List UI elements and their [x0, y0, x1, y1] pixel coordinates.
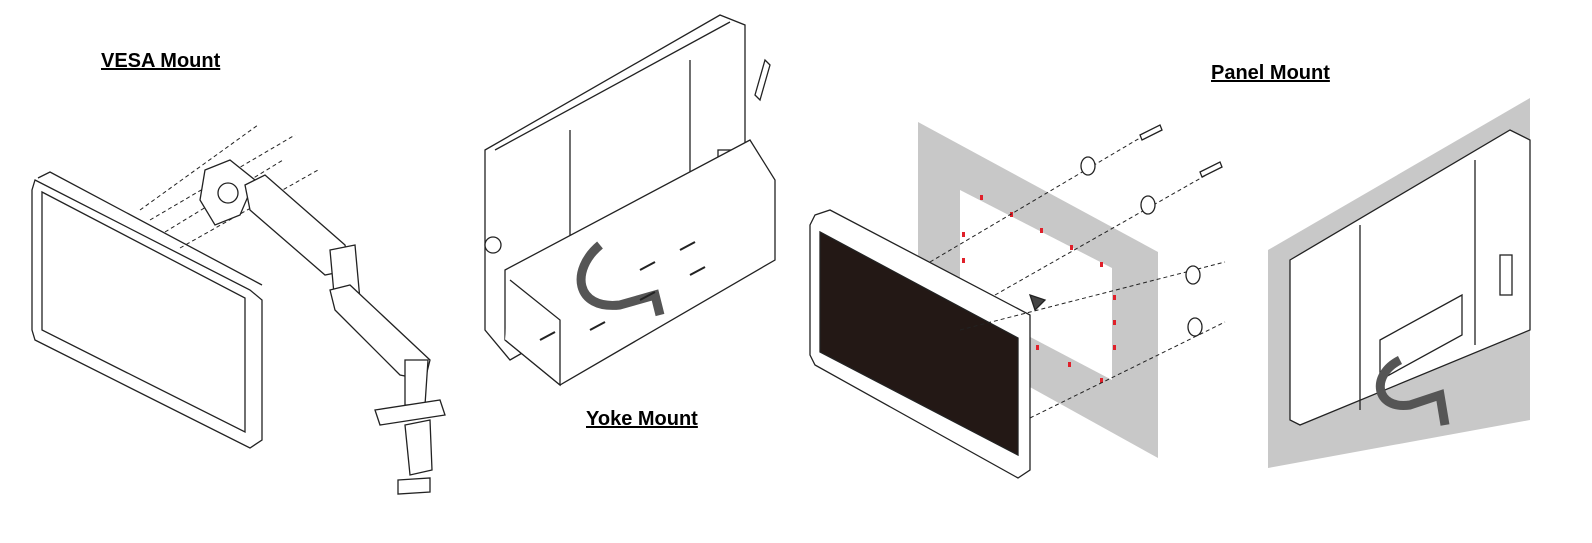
panel-mount-title: Panel Mount — [1211, 62, 1330, 84]
yoke-slot-holes — [539, 241, 706, 341]
screws-and-washers — [1080, 124, 1223, 337]
panel-monitor-illustration — [809, 209, 1047, 479]
yoke-mount-title: Yoke Mount — [586, 408, 698, 430]
panel-cutout-illustration — [918, 122, 1158, 458]
yoke-monitor-illustration — [484, 14, 776, 387]
panel-wall-mounted-illustration — [1268, 98, 1531, 468]
monitor-arm-illustration — [199, 159, 446, 495]
vesa-mount-title: VESA Mount — [101, 50, 221, 72]
vesa-monitor-illustration — [31, 171, 263, 449]
panel-screws-dashed-lines — [929, 131, 1226, 419]
cutout-screw-hole-marks — [962, 195, 1116, 383]
